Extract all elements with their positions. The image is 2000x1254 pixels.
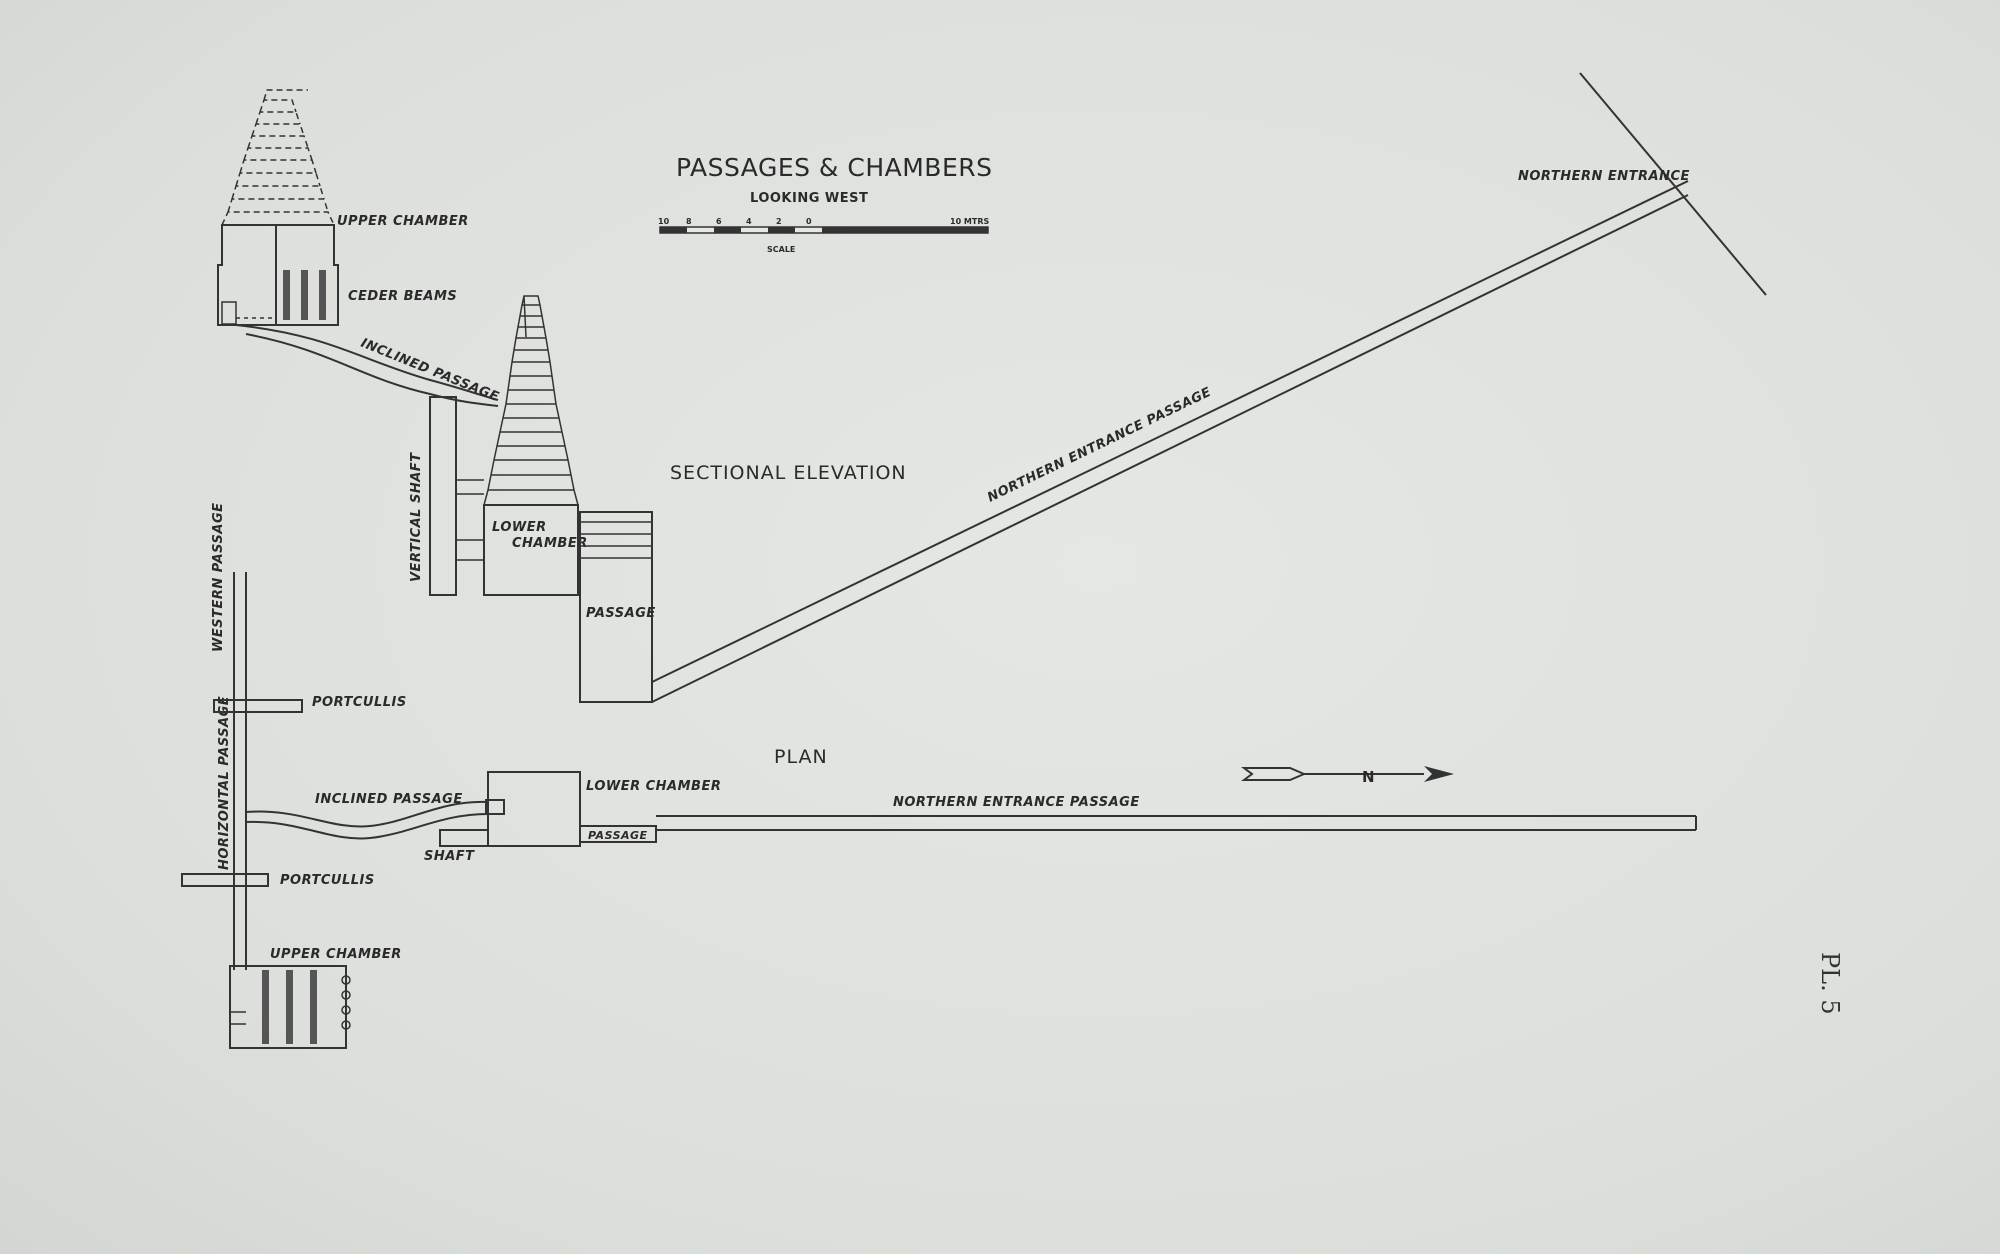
scale-tick-8: 8 xyxy=(686,217,692,226)
plan-inclined-passage-upper xyxy=(245,800,489,828)
scale-tick-4: 4 xyxy=(746,217,752,226)
sectional-elevation-heading: SECTIONAL ELEVATION xyxy=(670,462,907,484)
plan-upper-chamber-label: UPPER CHAMBER xyxy=(270,947,402,962)
plate-number: PL. 5 xyxy=(1816,952,1844,1015)
plan-portcullis-top-label: PORTCULLIS xyxy=(312,695,407,710)
plan-inclined-passage-lower xyxy=(245,813,489,840)
scale-tick-10: 10 xyxy=(658,217,670,226)
drawing-title: PASSAGES & CHAMBERS xyxy=(676,153,992,182)
drawing-subtitle: LOOKING WEST xyxy=(750,191,868,206)
elevation-lower-chamber-label-1: LOWER xyxy=(492,520,547,535)
elevation-northern-entrance-passage xyxy=(651,180,1689,703)
plan-inclined-passage-label: INCLINED PASSAGE xyxy=(315,792,463,807)
plan-northern-entrance-passage xyxy=(656,815,1697,831)
scale-bar: 10 8 6 4 2 0 10 MTRS SCALE xyxy=(658,217,989,254)
elevation-upper-chamber xyxy=(217,89,339,326)
elevation-upper-chamber-label: UPPER CHAMBER xyxy=(337,214,469,229)
elevation-northern-entrance-passage-label: NORTHERN ENTRANCE PASSAGE xyxy=(985,385,1214,506)
northern-entrance-label: NORTHERN ENTRANCE xyxy=(1518,169,1690,184)
vertical-shaft xyxy=(429,396,457,596)
plan-northern-entrance-passage-label: NORTHERN ENTRANCE PASSAGE xyxy=(893,795,1140,810)
plan-shaft-label: SHAFT xyxy=(424,849,475,864)
plan-inclined-passage-end xyxy=(485,799,505,815)
plan-shaft xyxy=(439,829,489,847)
scale-label: SCALE xyxy=(767,245,795,254)
plan-portcullis-top xyxy=(213,699,303,713)
plan-lower-chamber xyxy=(487,771,581,847)
ceder-beams-label: CEDER BEAMS xyxy=(348,289,457,304)
plan-western-horizontal-passage xyxy=(233,572,247,970)
horizontal-passage-label: HORIZONTAL PASSAGE xyxy=(217,696,232,870)
elevation-inclined-passage-lower xyxy=(245,333,499,407)
plan-lower-chamber-label: LOWER CHAMBER xyxy=(586,779,721,794)
pyramid-face-line xyxy=(1579,72,1767,296)
western-passage-label: WESTERN PASSAGE xyxy=(211,502,226,652)
scale-tick-10-mtrs: 10 MTRS xyxy=(950,217,989,226)
scale-tick-6: 6 xyxy=(716,217,722,226)
plan-portcullis-bottom-label: PORTCULLIS xyxy=(280,873,375,888)
plan-portcullis-bottom xyxy=(181,873,269,887)
scale-tick-2: 2 xyxy=(776,217,782,226)
elevation-passage-label: PASSAGE xyxy=(586,606,656,621)
plan-passage-label: PASSAGE xyxy=(588,829,648,842)
elevation-inclined-passage-upper xyxy=(235,324,499,401)
elevation-lower-chamber-label-2: CHAMBER xyxy=(512,536,588,551)
north-arrow-icon xyxy=(1241,766,1454,782)
elevation-passage-block xyxy=(578,511,653,703)
elevation-lower-chamber xyxy=(456,295,579,596)
plan-upper-chamber xyxy=(229,965,351,1049)
vertical-shaft-label: VERTICAL SHAFT xyxy=(409,452,424,582)
plan-heading: PLAN xyxy=(774,746,828,768)
scale-tick-0: 0 xyxy=(806,217,812,226)
north-arrow-label: N xyxy=(1362,768,1375,786)
plan-passage xyxy=(579,825,657,843)
